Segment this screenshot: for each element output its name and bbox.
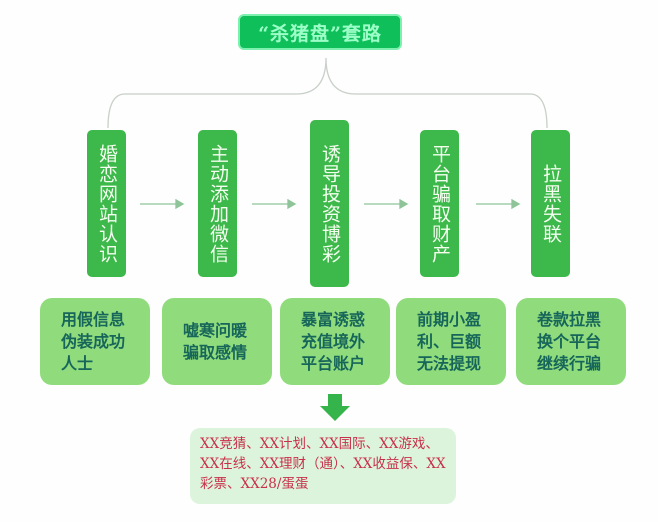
flow-arrows bbox=[140, 198, 521, 210]
step-4-desc: 前期小盈利、巨额无法提现 bbox=[396, 298, 506, 385]
step-3: 诱导投资博彩 bbox=[310, 120, 349, 287]
step-4: 平台骗取财产 bbox=[420, 130, 459, 277]
diagram-title: “杀猪盘”套路 bbox=[238, 14, 402, 50]
desc-text: 用假信息伪装成功人士 bbox=[61, 309, 126, 373]
step-1: 婚恋网站认识 bbox=[87, 130, 126, 277]
platform-list: XX竞猜、XX计划、XX国际、XX游戏、XX在线、XX理财（通）、XX收益保、X… bbox=[190, 428, 456, 504]
down-arrow-icon bbox=[320, 394, 350, 421]
step-2: 主动添加微信 bbox=[198, 130, 237, 277]
step-5-desc: 卷款拉黑换个平台继续行骗 bbox=[516, 298, 626, 385]
step-3-desc: 暴富诱惑充值境外平台账户 bbox=[280, 298, 390, 385]
step-2-desc: 嘘寒问暖骗取感情 bbox=[162, 298, 272, 385]
desc-text: 前期小盈利、巨额无法提现 bbox=[417, 309, 482, 373]
desc-text: 暴富诱惑充值境外平台账户 bbox=[301, 309, 366, 373]
desc-text: 卷款拉黑换个平台继续行骗 bbox=[537, 309, 602, 373]
brace-connector bbox=[107, 57, 548, 129]
desc-text: 嘘寒问暖骗取感情 bbox=[183, 320, 248, 362]
step-1-desc: 用假信息伪装成功人士 bbox=[40, 298, 150, 385]
step-5: 拉黑失联 bbox=[531, 130, 570, 277]
